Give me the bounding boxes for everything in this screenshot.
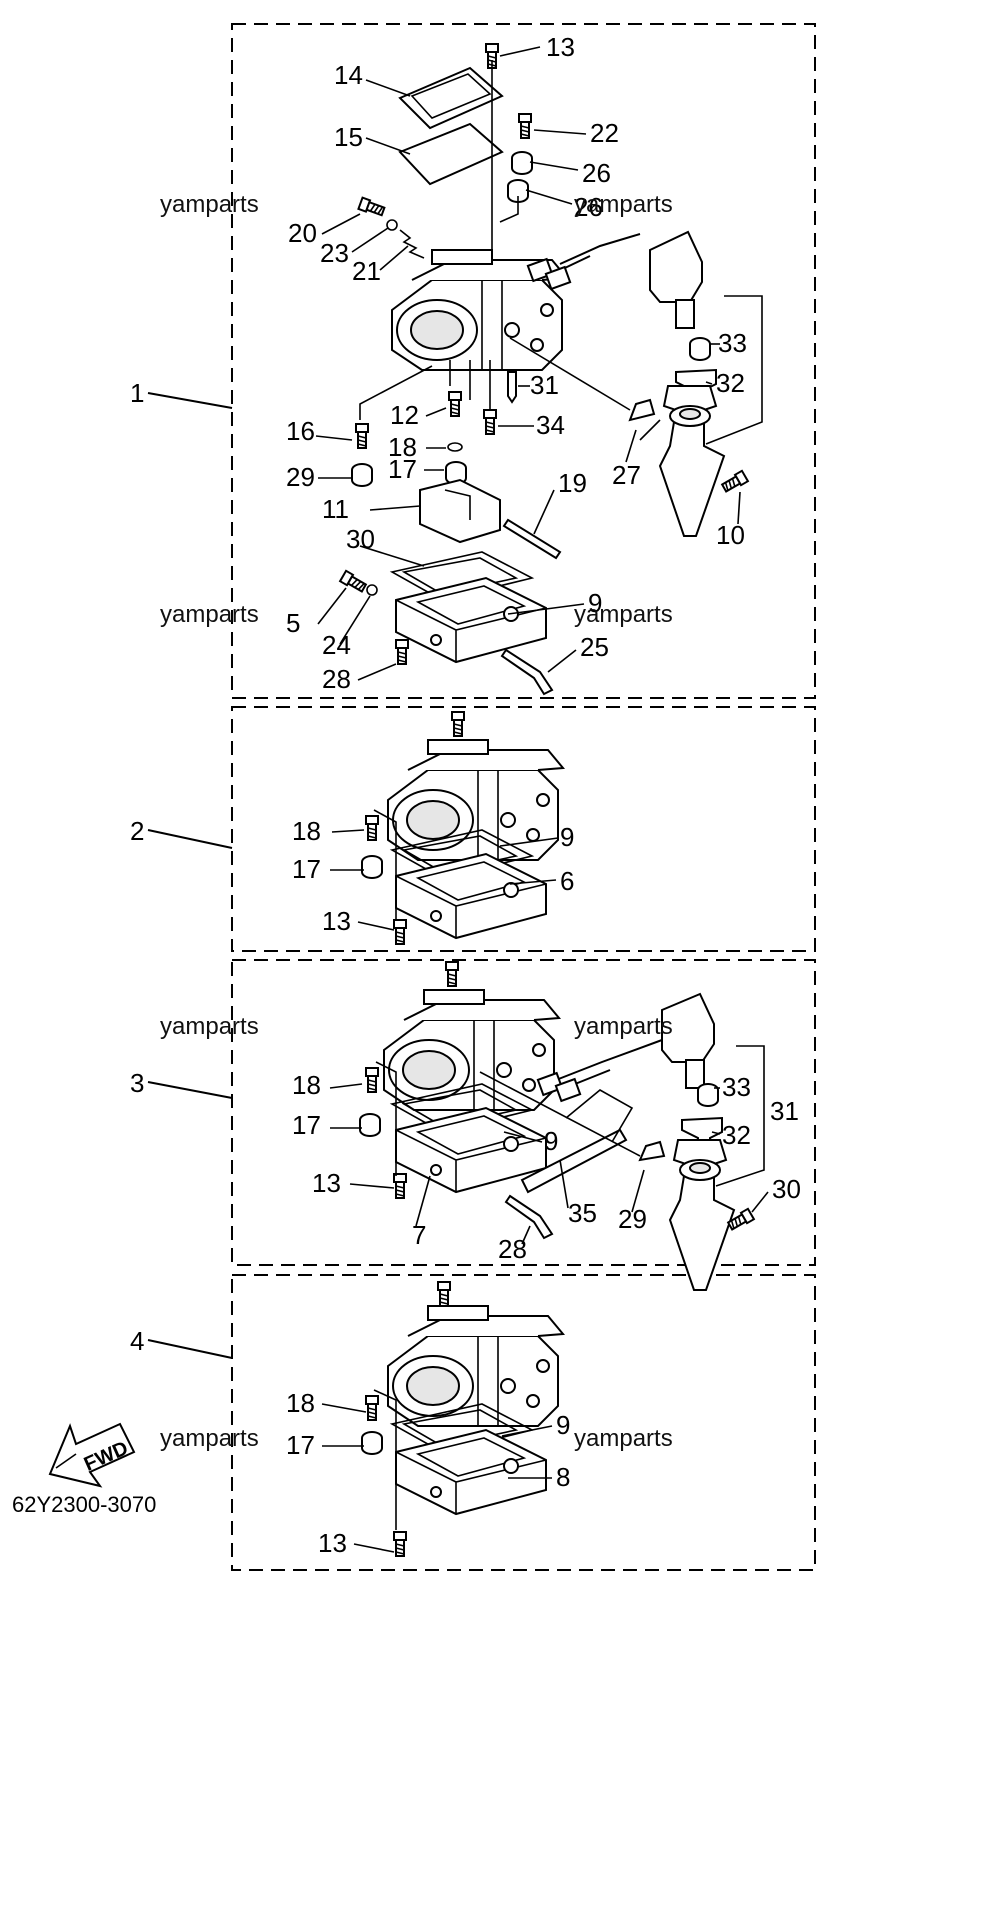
watermark: yamparts xyxy=(574,1425,673,1452)
group-2-frame xyxy=(231,706,816,952)
callout-g3-2: 18 xyxy=(292,1070,321,1100)
watermark: yamparts xyxy=(160,191,259,218)
group-label-1: 1 xyxy=(130,378,144,408)
callout-g1-26: 25 xyxy=(580,632,609,662)
callout-g2-2: 17 xyxy=(292,854,321,884)
callout-g2-0: 18 xyxy=(292,816,321,846)
callout-g1-8: 21 xyxy=(352,256,381,286)
group-4-frame xyxy=(231,1274,816,1571)
callout-g1-10: 32 xyxy=(716,368,745,398)
callout-g1-0: 13 xyxy=(546,32,575,62)
watermark: yamparts xyxy=(160,1013,259,1040)
callout-g1-11: 31 xyxy=(530,370,559,400)
callout-g1-22: 30 xyxy=(346,524,375,554)
callout-g1-19: 19 xyxy=(558,468,587,498)
diagram-code: 62Y2300-3070 xyxy=(12,1492,156,1517)
callout-g1-2: 15 xyxy=(334,122,363,152)
callout-g2-4: 13 xyxy=(322,906,351,936)
callout-g1-14: 18 xyxy=(388,432,417,462)
callout-g1-6: 20 xyxy=(288,218,317,248)
callout-g1-27: 28 xyxy=(322,664,351,694)
group-4-artwork xyxy=(361,1281,564,1557)
callout-g3-10: 7 xyxy=(412,1220,426,1250)
callout-g1-24: 5 xyxy=(286,608,300,638)
callout-g1-21: 10 xyxy=(716,520,745,550)
callout-g1-13: 16 xyxy=(286,416,315,446)
callout-g1-18: 17 xyxy=(388,454,417,484)
group-2-artwork xyxy=(361,711,564,945)
group-label-4: 4 xyxy=(130,1326,144,1356)
group-3-frame xyxy=(231,959,816,1266)
watermark: yamparts xyxy=(160,1425,259,1452)
callout-g1-20: 11 xyxy=(322,494,349,524)
callout-g1-17: 29 xyxy=(286,462,315,492)
callout-g3-4: 17 xyxy=(292,1110,321,1140)
callout-g1-23: 9 xyxy=(588,588,602,618)
callout-g3-7: 13 xyxy=(312,1168,341,1198)
callout-g1-25: 24 xyxy=(322,630,351,660)
callout-g3-11: 28 xyxy=(498,1234,527,1264)
callout-g2-3: 6 xyxy=(560,866,574,896)
group-3-artwork xyxy=(359,961,765,1291)
callout-g1-3: 22 xyxy=(590,118,619,148)
callout-g3-5: 9 xyxy=(544,1126,558,1156)
watermark: yamparts xyxy=(574,191,673,218)
watermark: yamparts xyxy=(574,1013,673,1040)
fwd-arrow-icon: FWD xyxy=(48,1422,136,1488)
callout-g2-1: 9 xyxy=(560,822,574,852)
callout-g4-1: 9 xyxy=(556,1410,570,1440)
watermark: yamparts xyxy=(160,601,259,628)
callout-leaders xyxy=(315,46,769,1553)
callout-g3-1: 31 xyxy=(770,1096,799,1126)
group-label-3: 3 xyxy=(130,1068,144,1098)
callout-g3-8: 35 xyxy=(568,1198,597,1228)
callout-g3-3: 32 xyxy=(722,1120,751,1150)
callout-g1-16: 27 xyxy=(612,460,641,490)
callout-g1-12: 12 xyxy=(390,400,419,430)
callout-g1-7: 23 xyxy=(320,238,349,268)
callout-g4-3: 8 xyxy=(556,1462,570,1492)
callout-g4-4: 13 xyxy=(318,1528,347,1558)
callout-g1-5: 26 xyxy=(574,192,603,222)
callout-g4-0: 18 xyxy=(286,1388,315,1418)
callout-g3-9: 29 xyxy=(618,1204,647,1234)
callout-g1-15: 34 xyxy=(536,410,565,440)
group-label-2: 2 xyxy=(130,816,144,846)
watermark: yamparts xyxy=(574,601,673,628)
callout-g3-6: 30 xyxy=(772,1174,801,1204)
callout-g3-0: 33 xyxy=(722,1072,751,1102)
group-1-artwork xyxy=(339,43,763,696)
group-1-frame xyxy=(231,23,816,699)
callout-g1-4: 26 xyxy=(582,158,611,188)
callout-g1-9: 33 xyxy=(718,328,747,358)
callout-g1-1: 14 xyxy=(334,60,363,90)
callout-g4-2: 17 xyxy=(286,1430,315,1460)
